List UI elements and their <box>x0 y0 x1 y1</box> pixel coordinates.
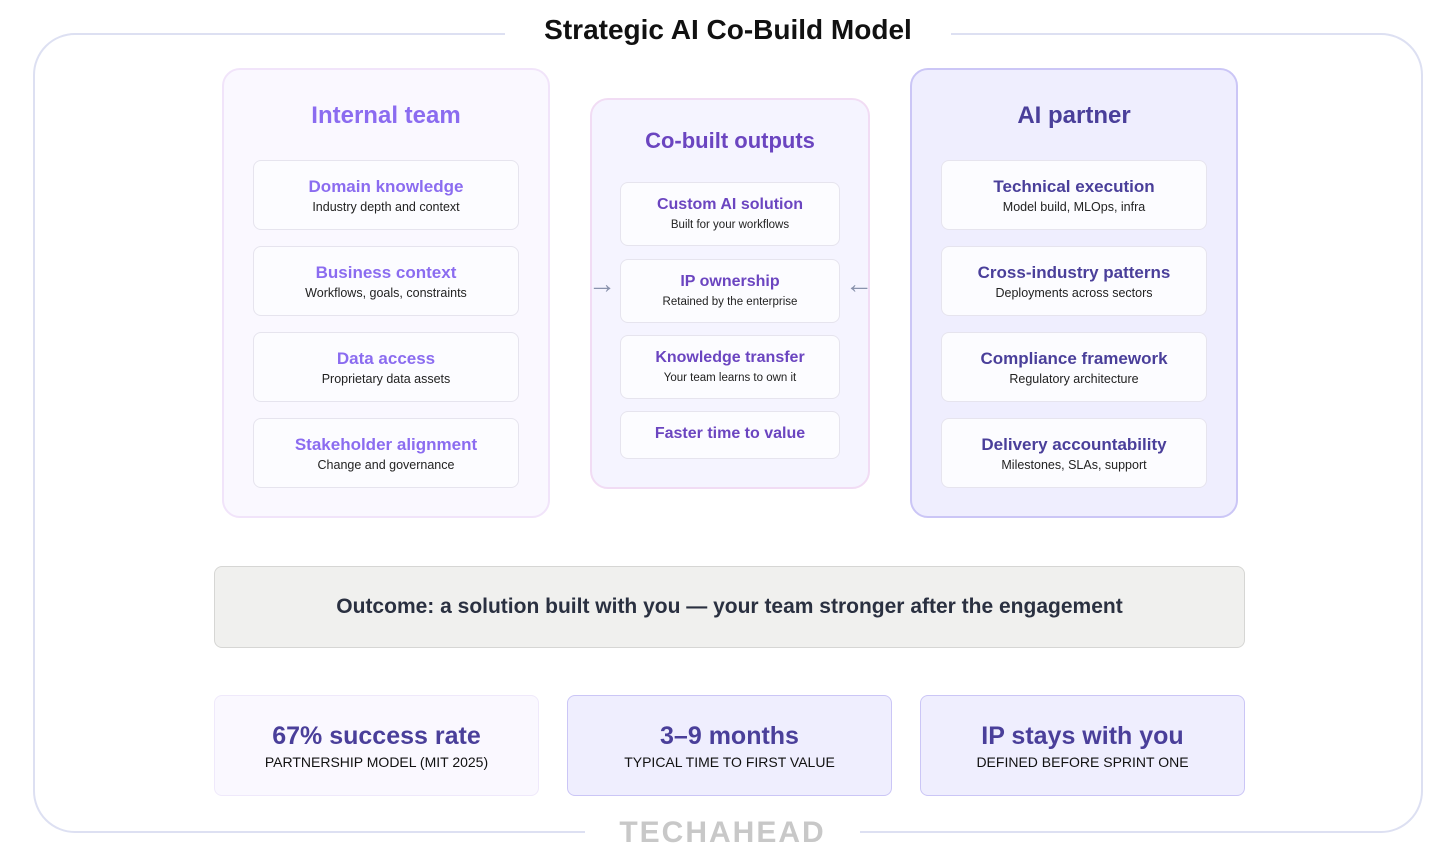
card-title: Stakeholder alignment <box>294 435 478 454</box>
card-subtitle: Model build, MLOps, infra <box>1002 200 1146 214</box>
card-title: Custom AI solution <box>656 196 804 213</box>
card-title: Faster time to value <box>654 425 806 442</box>
card-subtitle: Workflows, goals, constraints <box>305 286 467 300</box>
card-subtitle: Industry depth and context <box>312 200 460 214</box>
card-subtitle: Milestones, SLAs, support <box>1001 458 1147 472</box>
card-title: Domain knowledge <box>308 177 464 196</box>
arrow-right-icon: → <box>588 268 616 299</box>
techahead-logo: TECHAHEAD <box>585 815 860 855</box>
card-title: Technical execution <box>993 177 1155 196</box>
internal-team-heading: Internal team <box>311 102 461 129</box>
page-title: Strategic AI Co-Build Model <box>505 10 951 50</box>
card-title: Business context <box>315 263 457 282</box>
card-subtitle: Your team learns to own it <box>663 372 797 384</box>
co-built-outputs-heading: Co-built outputs <box>645 128 815 153</box>
card-subtitle: Proprietary data assets <box>321 372 451 386</box>
card-subtitle: Deployments across sectors <box>995 286 1153 300</box>
arrow-left-icon: ← <box>845 268 873 299</box>
card-title: Cross-industry patterns <box>977 263 1171 282</box>
card-subtitle: Change and governance <box>317 458 455 472</box>
stat-label: TYPICAL TIME TO FIRST VALUE <box>624 754 835 770</box>
card-title: IP ownership <box>680 273 780 290</box>
stat-value: 3–9 months <box>660 722 799 750</box>
card-subtitle: Built for your workflows <box>670 219 790 231</box>
card-title: Compliance framework <box>980 349 1168 368</box>
card-title: Data access <box>336 349 436 368</box>
outcome-banner: Outcome: a solution built with you — you… <box>214 566 1245 648</box>
card-subtitle: Retained by the enterprise <box>662 296 798 308</box>
ai-partner-heading: AI partner <box>1017 102 1131 129</box>
stat-value: 67% success rate <box>272 722 481 750</box>
card-subtitle: Regulatory architecture <box>1009 372 1139 386</box>
stat-value: IP stays with you <box>981 722 1184 750</box>
card-title: Knowledge transfer <box>655 349 805 366</box>
stat-label: DEFINED BEFORE SPRINT ONE <box>976 754 1189 770</box>
stat-label: PARTNERSHIP MODEL (MIT 2025) <box>264 754 489 770</box>
output-card: Faster time to value <box>620 411 840 459</box>
card-title: Delivery accountability <box>981 435 1167 454</box>
